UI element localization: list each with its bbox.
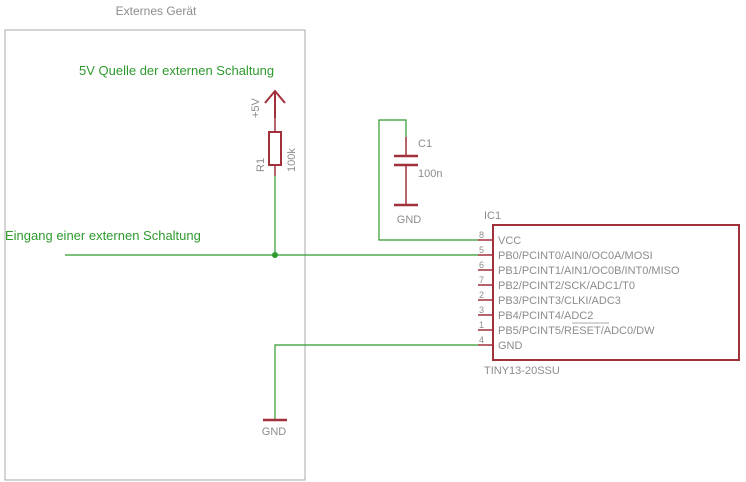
ic1-pins: 8 VCC 5 PB0/PCINT0/AIN0/OC0A/MOSI 6 PB1/… (478, 230, 680, 352)
ic1-part: TINY13-20SSU (484, 365, 560, 377)
ic1-pin-number: 1 (479, 320, 484, 330)
ic1-pin-label: PB1/PCINT1/AIN1/OC0B/INT0/MISO (498, 265, 680, 277)
r1-value: 100k (286, 148, 298, 172)
ic1-pin-number: 4 (479, 335, 484, 345)
ic1-pin-label: PB4/PCINT4/ADC2 (498, 310, 593, 322)
ic1-pin-label: PB3/PCINT3/CLKI/ADC3 (498, 295, 621, 307)
ic1-pin-number: 5 (479, 245, 484, 255)
c1-value: 100n (418, 168, 442, 180)
r1-name: R1 (255, 158, 267, 172)
ic1-pin-number: 3 (479, 305, 484, 315)
input-note: Eingang einer externen Schaltung (5, 228, 201, 243)
ic1-pin-number: 7 (479, 275, 484, 285)
ic1-body (492, 224, 740, 361)
source-note: 5V Quelle der externen Schaltung (79, 63, 274, 78)
ic1-pin-number: 2 (479, 290, 484, 300)
external-device-title: Externes Gerät (116, 4, 197, 18)
ic1-pin-label: GND (498, 340, 523, 352)
ic1-name: IC1 (484, 210, 501, 222)
external-gnd-label: GND (262, 426, 287, 438)
ic1-pin-number: 8 (479, 230, 484, 240)
ic1-pin-label: PB2/PCINT2/SCK/ADC1/T0 (498, 280, 635, 292)
ic1-pin-label: PB5/PCINT5/RESET/ADC0/DW (498, 325, 655, 337)
supply-label: +5V (250, 97, 262, 118)
c1-gnd-label: GND (397, 214, 422, 226)
ic1-pin-label: PB0/PCINT0/AIN0/OC0A/MOSI (498, 250, 653, 262)
ic1-pin-label: VCC (498, 235, 521, 247)
c1-wire (378, 119, 478, 241)
gnd-wire (274, 344, 478, 420)
ic1-pin-number: 6 (479, 260, 484, 270)
c1-name: C1 (418, 138, 432, 150)
r1-body (268, 131, 282, 166)
